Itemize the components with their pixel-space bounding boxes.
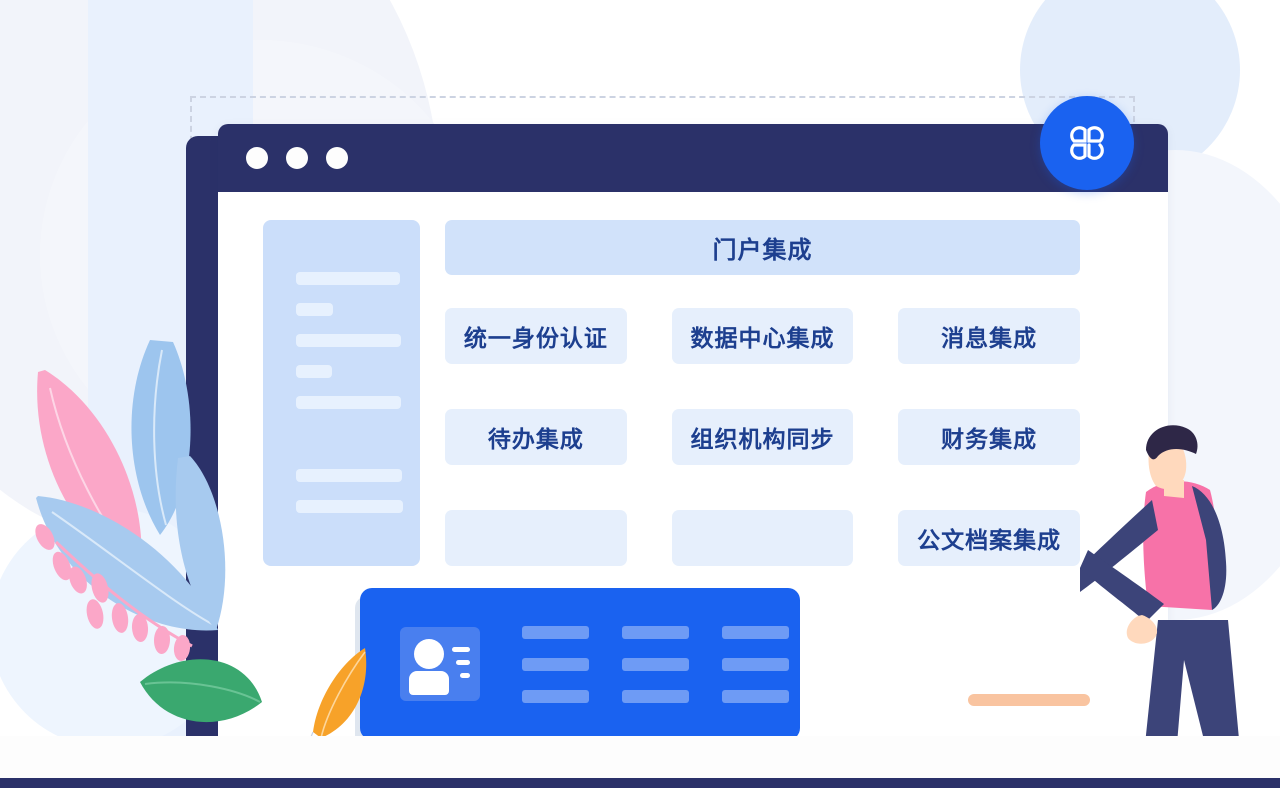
- badge-line: [452, 647, 470, 652]
- window-titlebar: [218, 124, 1168, 192]
- sidebar-skeleton-item: [296, 469, 402, 482]
- id-card-bar-columns: [522, 625, 789, 703]
- main-content: 门户集成 统一身份认证 数据中心集成 消息集成 待办集成 组织机构同步 财务集成…: [420, 220, 1168, 788]
- id-card-bar-column: [522, 625, 589, 703]
- id-card-bar: [522, 625, 589, 639]
- integration-card[interactable]: 消息集成: [898, 308, 1080, 364]
- id-card-bar-column: [722, 625, 789, 703]
- portal-integration-banner[interactable]: 门户集成: [445, 220, 1080, 275]
- integration-card[interactable]: 公文档案集成: [898, 510, 1080, 566]
- badge-line: [456, 660, 470, 665]
- integration-card[interactable]: 数据中心集成: [671, 308, 854, 364]
- integration-card-placeholder[interactable]: [671, 510, 854, 566]
- id-card-bar: [622, 657, 689, 671]
- avatar-body-shape: [409, 671, 449, 695]
- integration-card-placeholder[interactable]: [445, 510, 627, 566]
- dashed-guide-top: [190, 96, 1135, 98]
- id-card-bar: [722, 625, 789, 639]
- person-illustration: [1080, 425, 1240, 756]
- id-card-bar: [722, 689, 789, 703]
- id-card-bar: [522, 689, 589, 703]
- integration-card[interactable]: 组织机构同步: [671, 409, 854, 465]
- badge-line: [460, 673, 470, 678]
- window-close-dot[interactable]: [246, 147, 268, 169]
- bottom-fill: [0, 736, 1280, 778]
- sidebar-skeleton-item: [296, 334, 401, 347]
- window-minimize-dot[interactable]: [286, 147, 308, 169]
- sidebar-skeleton-item: [296, 303, 333, 316]
- id-card-bar: [522, 657, 589, 671]
- integration-card[interactable]: 统一身份认证: [445, 308, 627, 364]
- sidebar: [263, 220, 420, 566]
- id-card-bar: [722, 657, 789, 671]
- id-card-panel[interactable]: [360, 588, 800, 740]
- id-card-bar: [622, 625, 689, 639]
- sidebar-skeleton-item: [296, 365, 332, 378]
- window-body: 门户集成 统一身份认证 数据中心集成 消息集成 待办集成 组织机构同步 财务集成…: [218, 192, 1168, 788]
- sidebar-skeleton-item: [296, 272, 400, 285]
- id-badge-icon: [400, 627, 480, 701]
- id-card-bar-column: [622, 625, 689, 703]
- peach-status-bar: [968, 694, 1090, 706]
- bottom-strip: [0, 778, 1280, 788]
- integration-card[interactable]: 待办集成: [445, 409, 627, 465]
- clover-logo-badge[interactable]: [1040, 96, 1134, 190]
- window-maximize-dot[interactable]: [326, 147, 348, 169]
- clover-logo-icon: [1070, 126, 1104, 160]
- sidebar-skeleton-item: [296, 500, 403, 513]
- id-card-bar: [622, 689, 689, 703]
- integration-card-grid: 统一身份认证 数据中心集成 消息集成 待办集成 组织机构同步 财务集成 公文档案…: [445, 308, 1080, 566]
- sidebar-skeleton-item: [296, 396, 401, 409]
- avatar-head-shape: [414, 639, 444, 669]
- integration-card[interactable]: 财务集成: [898, 409, 1080, 465]
- plant-illustration: [35, 340, 262, 723]
